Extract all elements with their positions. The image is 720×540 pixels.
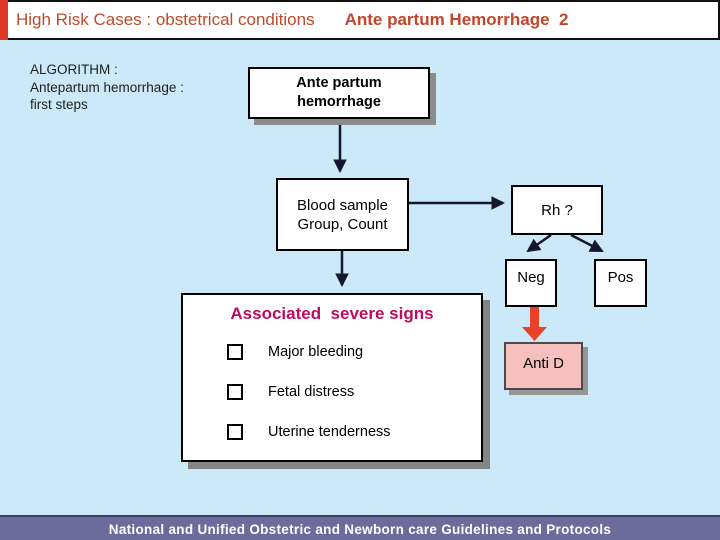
flow-box-rh: Rh ?	[511, 185, 603, 235]
signs-box: Associated severe signs Major bleeding F…	[181, 293, 483, 462]
list-item: Fetal distress	[227, 384, 354, 400]
flow-box-antepartum-hemorrhage: Ante partum hemorrhage	[248, 67, 430, 119]
sign-label: Uterine tenderness	[268, 424, 391, 440]
red-arrow-neg-to-antid	[522, 307, 547, 341]
square-bullet-icon	[227, 424, 243, 440]
flow-box-anti-d: Anti D	[504, 342, 583, 390]
flow-box-pos: Pos	[594, 259, 647, 307]
list-item: Major bleeding	[227, 344, 363, 360]
blood-box-line-2: Group, Count	[297, 215, 388, 233]
arrow-rh-to-neg	[526, 233, 552, 253]
start-box-line-2: hemorrhage	[297, 94, 381, 110]
header-subtitle: Ante partum Hemorrhage 2	[344, 10, 569, 29]
neg-box-label: Neg	[517, 269, 545, 286]
pos-box-label: Pos	[607, 269, 634, 286]
caption-line-2: Antepartum hemorrhage :	[30, 79, 184, 95]
signs-box-title: Associated severe signs	[230, 304, 434, 323]
footer-bar: National and Unified Obstetric and Newbo…	[0, 515, 720, 540]
flow-box-neg: Neg	[505, 259, 557, 307]
rh-box-label: Rh ?	[541, 201, 573, 219]
red-corner-bar	[0, 0, 8, 40]
blood-box-line-1: Blood sample	[297, 196, 388, 214]
square-bullet-icon	[227, 344, 243, 360]
square-bullet-icon	[227, 384, 243, 400]
anti-d-label: Anti D	[523, 354, 564, 372]
caption-line-1: ALGORITHM :	[30, 62, 118, 77]
flow-box-blood-sample: Blood sample Group, Count	[276, 178, 409, 251]
caption-line-3: first steps	[30, 97, 88, 112]
sign-label: Fetal distress	[268, 384, 355, 400]
header-bar: High Risk Cases : obstetrical conditions…	[0, 0, 720, 40]
sign-label: Major bleeding	[268, 344, 364, 360]
list-item: Uterine tenderness	[227, 424, 391, 440]
algorithm-caption: ALGORITHM : Antepartum hemorrhage : firs…	[30, 61, 245, 114]
start-box-line-1: Ante partum	[296, 75, 382, 91]
footer-text: National and Unified Obstetric and Newbo…	[108, 522, 612, 537]
arrow-rh-to-pos	[570, 233, 604, 253]
header-title: High Risk Cases : obstetrical conditions	[16, 10, 315, 29]
